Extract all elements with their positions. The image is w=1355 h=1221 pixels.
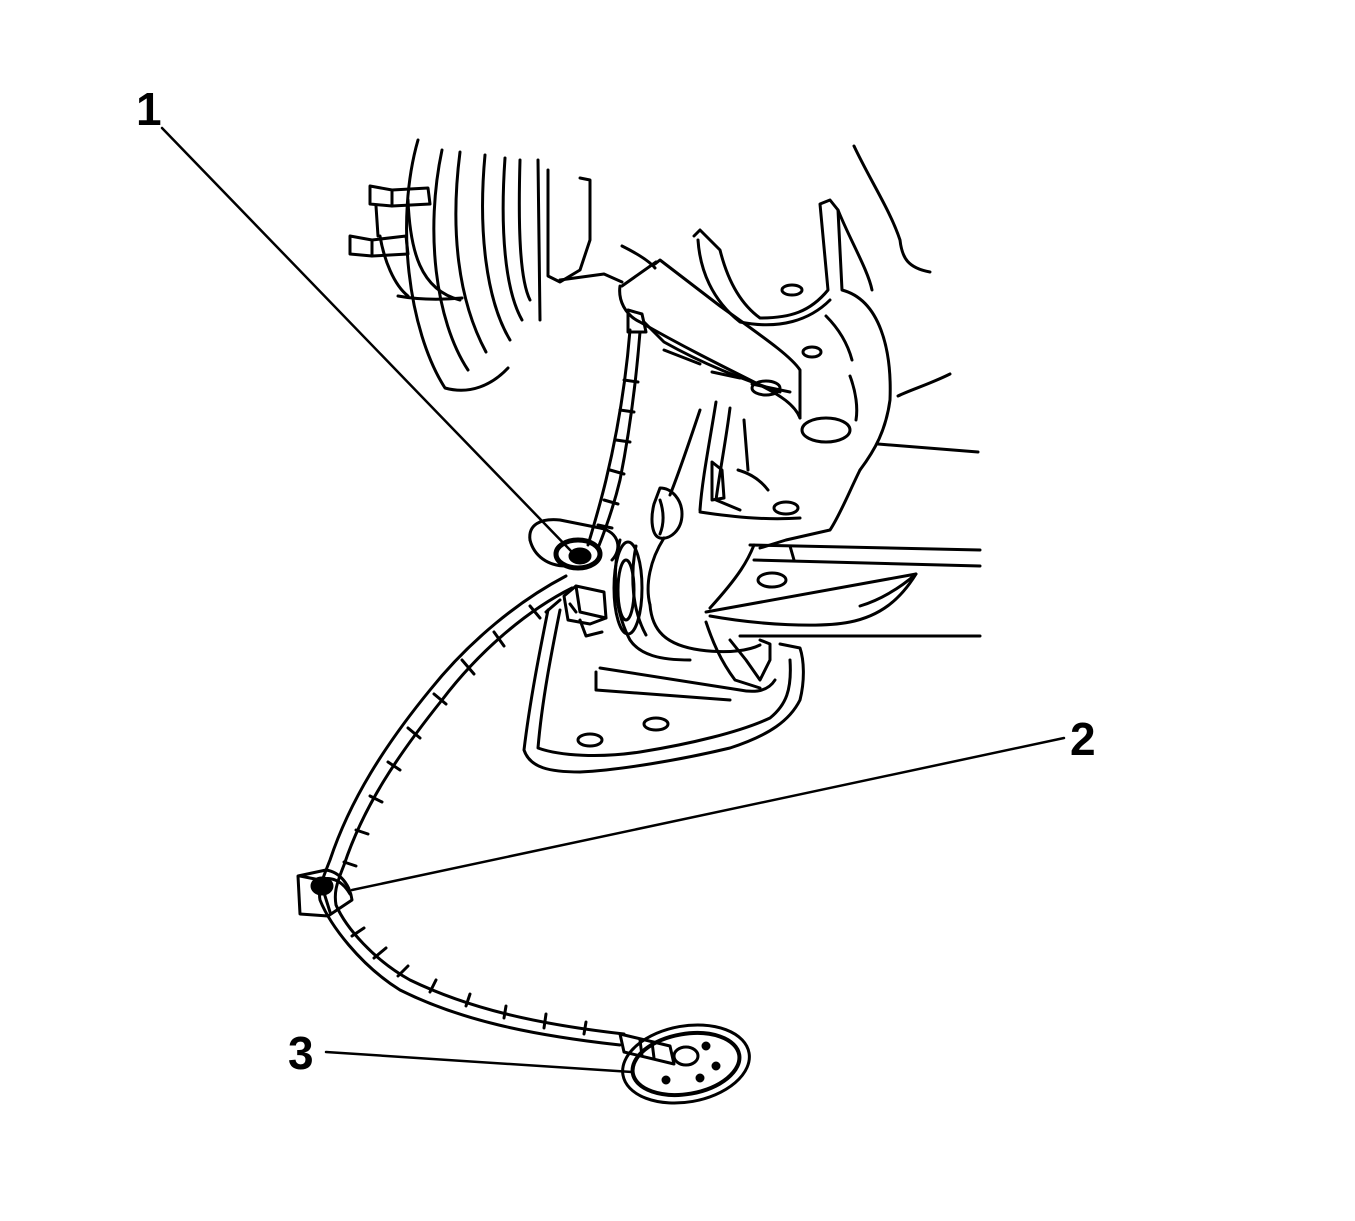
brake-rotor — [396, 138, 624, 392]
sensor-harness-lower — [318, 574, 626, 1047]
callout-label-1: 1 — [136, 83, 162, 135]
lower-control-arm — [594, 543, 982, 702]
leader-lines — [160, 126, 1066, 1074]
wheel-studs — [348, 184, 432, 298]
leader-line-2 — [350, 736, 1066, 892]
pivot-bushing — [612, 486, 762, 662]
sensor-harness-upper — [586, 308, 648, 550]
callout-label-2: 2 — [1070, 713, 1096, 765]
knuckle-lower — [668, 400, 862, 550]
leader-line-3 — [324, 1050, 634, 1074]
mounting-bracket — [522, 598, 805, 774]
harness-clip — [528, 518, 620, 638]
knuckle — [618, 144, 980, 516]
callout-label-3: 3 — [288, 1027, 314, 1079]
sensor-connector — [618, 1023, 751, 1105]
leader-line-1 — [160, 126, 574, 554]
harness-grommet — [296, 868, 354, 918]
